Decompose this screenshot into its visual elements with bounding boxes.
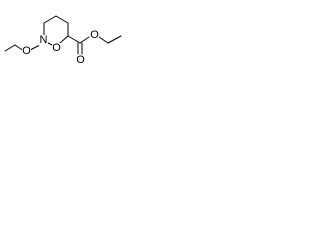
ester-oxygen-label: O	[90, 29, 99, 41]
ring-c3-c4-bond	[43, 15, 57, 24]
structure-canvas: O N O O O	[0, 0, 156, 69]
c6-carbonyl-bond	[67, 35, 81, 44]
ring-o-n-bond	[47, 42, 53, 46]
molecule-drawing	[4, 15, 122, 55]
ethoxy-oxygen-label: O	[22, 45, 31, 57]
ring-oxygen-label: O	[52, 42, 61, 54]
ethyl-ch3-ch2-bond	[4, 44, 16, 52]
ester-ch2-ch3-bond	[107, 35, 122, 44]
carbonyl-oxygen-label: O	[76, 54, 85, 66]
ester-o-ch2-bond	[98, 36, 109, 44]
ring-nitrogen-label: N	[39, 34, 48, 46]
ring-c4-c5-bond	[55, 15, 69, 24]
ring-c6-o-bond	[59, 35, 69, 44]
carbonyl-ester-o-bond	[79, 36, 90, 44]
